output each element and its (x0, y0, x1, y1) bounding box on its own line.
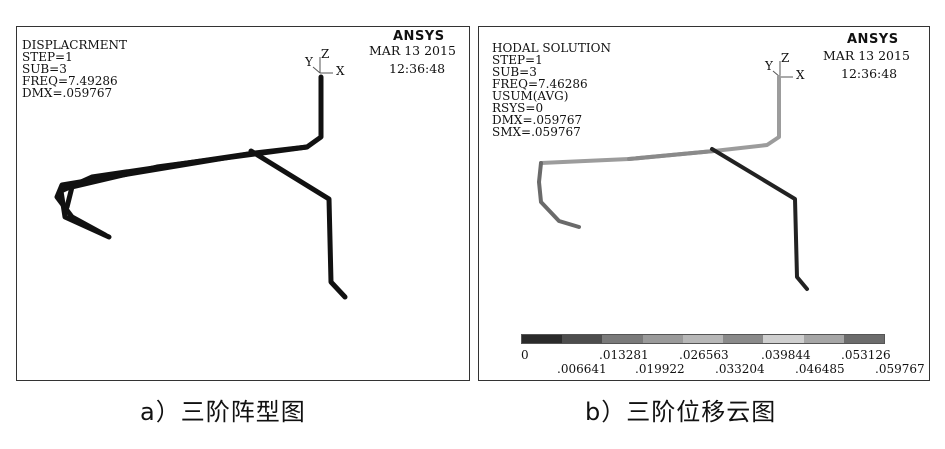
legend-tick-label: .053126 (841, 348, 891, 362)
axis-triad: Y Z X (303, 47, 349, 83)
info-line: RSYS=0 (492, 101, 544, 115)
legend-tick-label: .039844 (761, 348, 811, 362)
structure-member (248, 148, 348, 300)
axis-z-label: Z (321, 47, 330, 61)
legend-tick-label: .026563 (679, 348, 729, 362)
ansys-logo: ANSYS (393, 29, 445, 44)
info-line: FREQ=7.46286 (492, 77, 588, 91)
ansys-logo: ANSYS (847, 32, 899, 47)
legend-color-segment (522, 335, 563, 343)
axis-x-label: X (336, 64, 345, 78)
legend-tick-label: .013281 (599, 348, 649, 362)
legend-tick-label: 0 (521, 348, 529, 362)
info-line: FREQ=7.49286 (22, 74, 118, 88)
legend-tick-label: .006641 (557, 362, 607, 376)
legend-color-segment (763, 335, 804, 343)
mode-shape-structure (54, 74, 348, 300)
date-label: MAR 13 2015 (823, 48, 910, 63)
caption-a: a）三阶阵型图 (140, 398, 306, 426)
legend-color-segment (843, 335, 884, 343)
legend-color-segment (682, 335, 724, 343)
legend-color-segment (723, 335, 764, 343)
color-legend (521, 334, 885, 344)
info-line: STEP=1 (492, 53, 543, 67)
info-block: HODAL SOLUTION STEP=1 SUB=3 FREQ=7.46286… (492, 42, 611, 138)
legend-color-segment (602, 335, 643, 343)
caption-b: b）三阶位移云图 (585, 398, 777, 426)
legend-tick-label: .046485 (795, 362, 845, 376)
axis-z-label: Z (781, 51, 790, 65)
info-block: DISPLACRMENT STEP=1 SUB=3 FREQ=7.49286 D… (22, 39, 127, 99)
panel-mode-shape: DISPLACRMENT STEP=1 SUB=3 FREQ=7.49286 D… (16, 26, 470, 381)
legend-color-segment (642, 335, 683, 343)
structure-member (627, 149, 716, 161)
info-line: STEP=1 (22, 50, 73, 64)
axis-triad-icon (312, 57, 333, 74)
legend-tick-label: .033204 (715, 362, 765, 376)
displacement-contour-structure (537, 75, 809, 291)
legend-color-segment (803, 335, 844, 343)
time-label: 12:36:48 (841, 66, 898, 81)
structure-member (58, 74, 324, 240)
axis-y-label: Y (305, 55, 313, 69)
info-line: SUB=3 (22, 62, 67, 76)
legend-tick-label: .019922 (635, 362, 685, 376)
time-label: 12:36:48 (389, 61, 446, 76)
info-line: DISPLACRMENT (22, 38, 128, 52)
info-line: USUM(AVG) (492, 89, 569, 103)
date-label: MAR 13 2015 (369, 43, 456, 58)
legend-tick-label: .059767 (875, 362, 925, 376)
axis-triad: Y Z X (763, 51, 809, 87)
structure-member (710, 147, 809, 291)
info-line: HODAL SOLUTION (492, 41, 611, 55)
structure-member (539, 75, 781, 165)
info-line: SMX=.059767 (492, 125, 581, 139)
legend-color-bar (521, 334, 885, 344)
info-line: DMX=.059767 (22, 86, 113, 100)
structure-member (537, 161, 581, 229)
structure-member (64, 144, 310, 210)
axis-x-label: X (796, 68, 805, 82)
legend-color-segment (562, 335, 603, 343)
info-line: SUB=3 (492, 65, 537, 79)
axis-y-label: Y (765, 59, 773, 73)
panel-displacement-contour: HODAL SOLUTION STEP=1 SUB=3 FREQ=7.46286… (478, 26, 930, 381)
info-line: DMX=.059767 (492, 113, 583, 127)
